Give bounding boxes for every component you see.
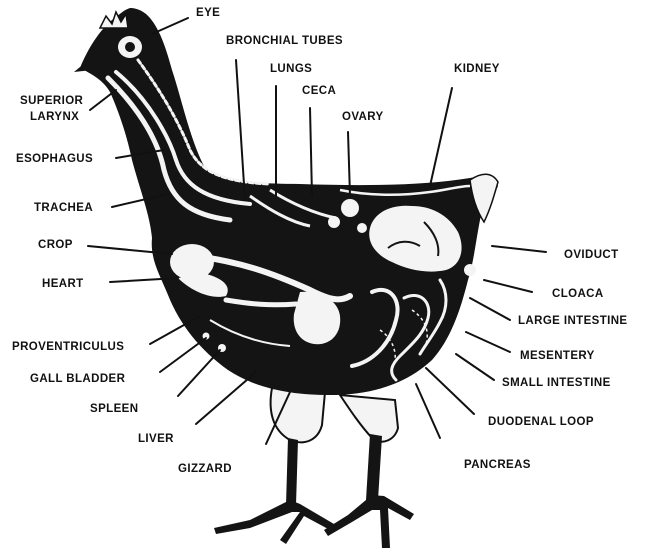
- leader-kidney: [430, 88, 452, 186]
- label-lungs: LUNGS: [270, 63, 312, 75]
- right-foot: [324, 495, 414, 548]
- ovary-follicle: [357, 223, 367, 233]
- label-pancreas: PANCREAS: [464, 459, 531, 471]
- eye-icon: [125, 42, 135, 52]
- leader-ceca: [310, 108, 312, 196]
- label-proventriculus: PROVENTRICULUS: [12, 341, 124, 353]
- label-crop: CROP: [38, 239, 73, 251]
- legs: [214, 388, 414, 548]
- label-large-intestine: LARGE INTESTINE: [518, 315, 628, 327]
- leader-large-intestine: [470, 298, 510, 320]
- ovary-follicle: [341, 199, 359, 217]
- leader-pancreas: [416, 384, 440, 438]
- leader-liver: [196, 372, 256, 424]
- label-small-intestine: SMALL INTESTINE: [502, 377, 611, 389]
- label-superior-larynx-line2: LARYNX: [30, 111, 79, 123]
- label-ceca: CECA: [302, 85, 336, 97]
- label-kidney: KIDNEY: [454, 63, 500, 75]
- leader-gall-bladder: [160, 338, 206, 372]
- right-shank: [366, 434, 382, 500]
- label-spleen: SPLEEN: [90, 403, 138, 415]
- left-shank: [286, 438, 298, 505]
- label-esophagus: ESOPHAGUS: [16, 153, 93, 165]
- cloaca-organ: [464, 264, 476, 276]
- label-cloaca: CLOACA: [552, 288, 604, 300]
- label-gizzard: GIZZARD: [178, 463, 232, 475]
- leader-duodenal-loop: [426, 368, 474, 414]
- label-oviduct: OVIDUCT: [564, 249, 619, 261]
- label-duodenal-loop: DUODENAL LOOP: [488, 416, 594, 428]
- label-gall-bladder: GALL BLADDER: [30, 373, 126, 385]
- ovary-follicle: [328, 216, 340, 228]
- leader-spleen: [178, 350, 220, 396]
- chicken-illustration: [74, 8, 498, 548]
- leader-bronchial-tubes: [236, 60, 245, 200]
- right-thigh: [340, 395, 398, 442]
- label-bronchial-tubes: BRONCHIAL TUBES: [226, 35, 343, 47]
- leader-oviduct: [492, 246, 546, 252]
- label-trachea: TRACHEA: [34, 202, 93, 214]
- label-mesentery: MESENTERY: [520, 350, 595, 362]
- label-ovary: OVARY: [342, 111, 384, 123]
- leader-cloaca: [484, 280, 532, 292]
- label-superior-larynx-line1: SUPERIOR: [20, 95, 84, 107]
- label-eye: EYE: [196, 7, 220, 19]
- left-foot: [214, 500, 334, 544]
- leader-eye: [152, 18, 188, 34]
- label-heart: HEART: [42, 278, 84, 290]
- leader-superior-larynx: [90, 90, 116, 110]
- leader-small-intestine: [456, 354, 494, 380]
- leader-mesentery: [466, 332, 510, 352]
- label-liver: LIVER: [138, 433, 174, 445]
